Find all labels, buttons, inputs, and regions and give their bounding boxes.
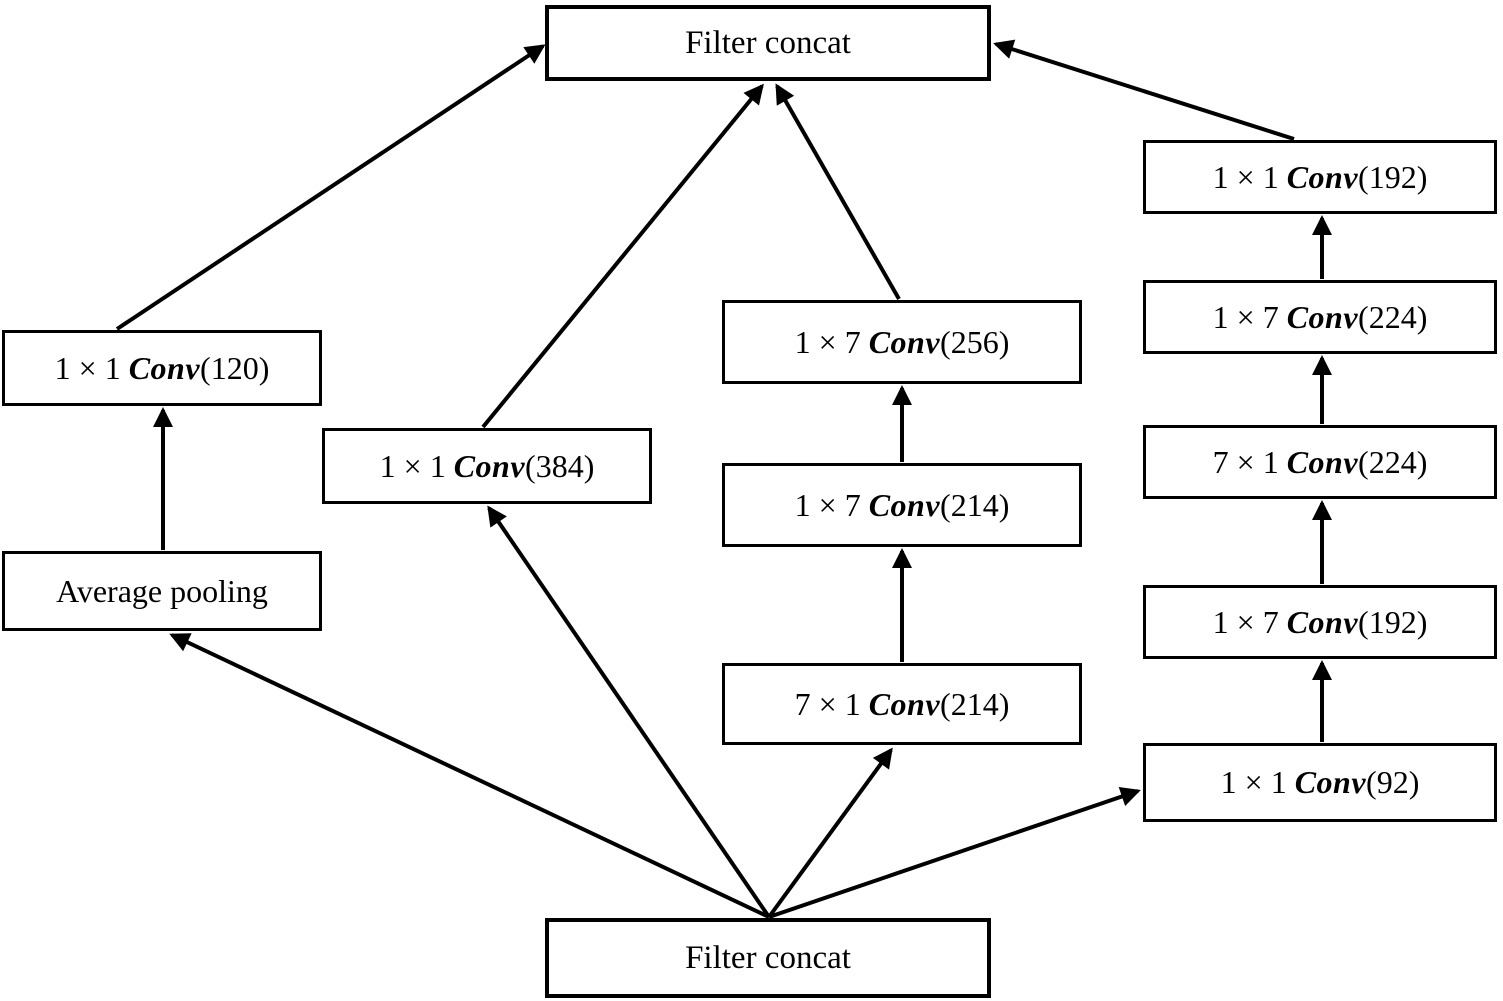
node-conv-1x1-92: 1 × 1 Conv(92) xyxy=(1143,743,1497,822)
node-label: 1 × 7 Conv(214) xyxy=(794,486,1010,523)
node-label: 1 × 7 Conv(256) xyxy=(794,323,1010,360)
node-conv-1x1-384: 1 × 1 Conv(384) xyxy=(322,428,652,504)
node-label: 7 × 1 Conv(224) xyxy=(1212,443,1428,480)
arrow-conv192a-to-topconcat xyxy=(993,39,1295,141)
node-label: 1 × 1 Conv(120) xyxy=(54,349,270,386)
node-conv-1x7-192: 1 × 7 Conv(192) xyxy=(1143,585,1497,659)
node-conv-7x1-214: 7 × 1 Conv(214) xyxy=(722,663,1082,745)
arrow-bottomconcat-to-conv384 xyxy=(487,505,771,919)
node-label: 1 × 1 Conv(384) xyxy=(379,447,595,484)
node-filter-concat-bottom: Filter concat xyxy=(545,918,991,998)
node-label: 1 × 7 Conv(192) xyxy=(1212,603,1428,640)
arrow-bottomconcat-to-conv214b xyxy=(767,747,893,919)
node-conv-7x1-224: 7 × 1 Conv(224) xyxy=(1143,425,1497,499)
arrow-conv120-to-topconcat xyxy=(115,44,546,331)
node-label: Average pooling xyxy=(56,572,268,609)
node-label: 1 × 7 Conv(224) xyxy=(1212,298,1428,335)
arrow-bottomconcat-to-conv92 xyxy=(768,787,1141,919)
node-label: 1 × 1 Conv(92) xyxy=(1220,764,1420,800)
node-conv-1x7-256: 1 × 7 Conv(256) xyxy=(722,300,1082,384)
node-conv-1x7-214: 1 × 7 Conv(214) xyxy=(722,463,1082,547)
node-label: Filter concat xyxy=(685,24,851,61)
node-conv-1x1-192: 1 × 1 Conv(192) xyxy=(1143,140,1497,214)
node-label: 1 × 1 Conv(192) xyxy=(1212,158,1428,195)
node-conv-1x1-120: 1 × 1 Conv(120) xyxy=(2,330,322,406)
node-label: Filter concat xyxy=(685,939,851,976)
arrow-conv256-to-topconcat xyxy=(775,83,901,300)
node-filter-concat-top: Filter concat xyxy=(545,5,991,81)
node-average-pooling: Average pooling xyxy=(2,551,322,631)
arrow-bottomconcat-to-avgpool xyxy=(169,633,770,919)
arrow-conv384-to-topconcat xyxy=(481,83,764,429)
node-conv-1x7-224: 1 × 7 Conv(224) xyxy=(1143,280,1497,354)
node-label: 7 × 1 Conv(214) xyxy=(794,685,1010,722)
